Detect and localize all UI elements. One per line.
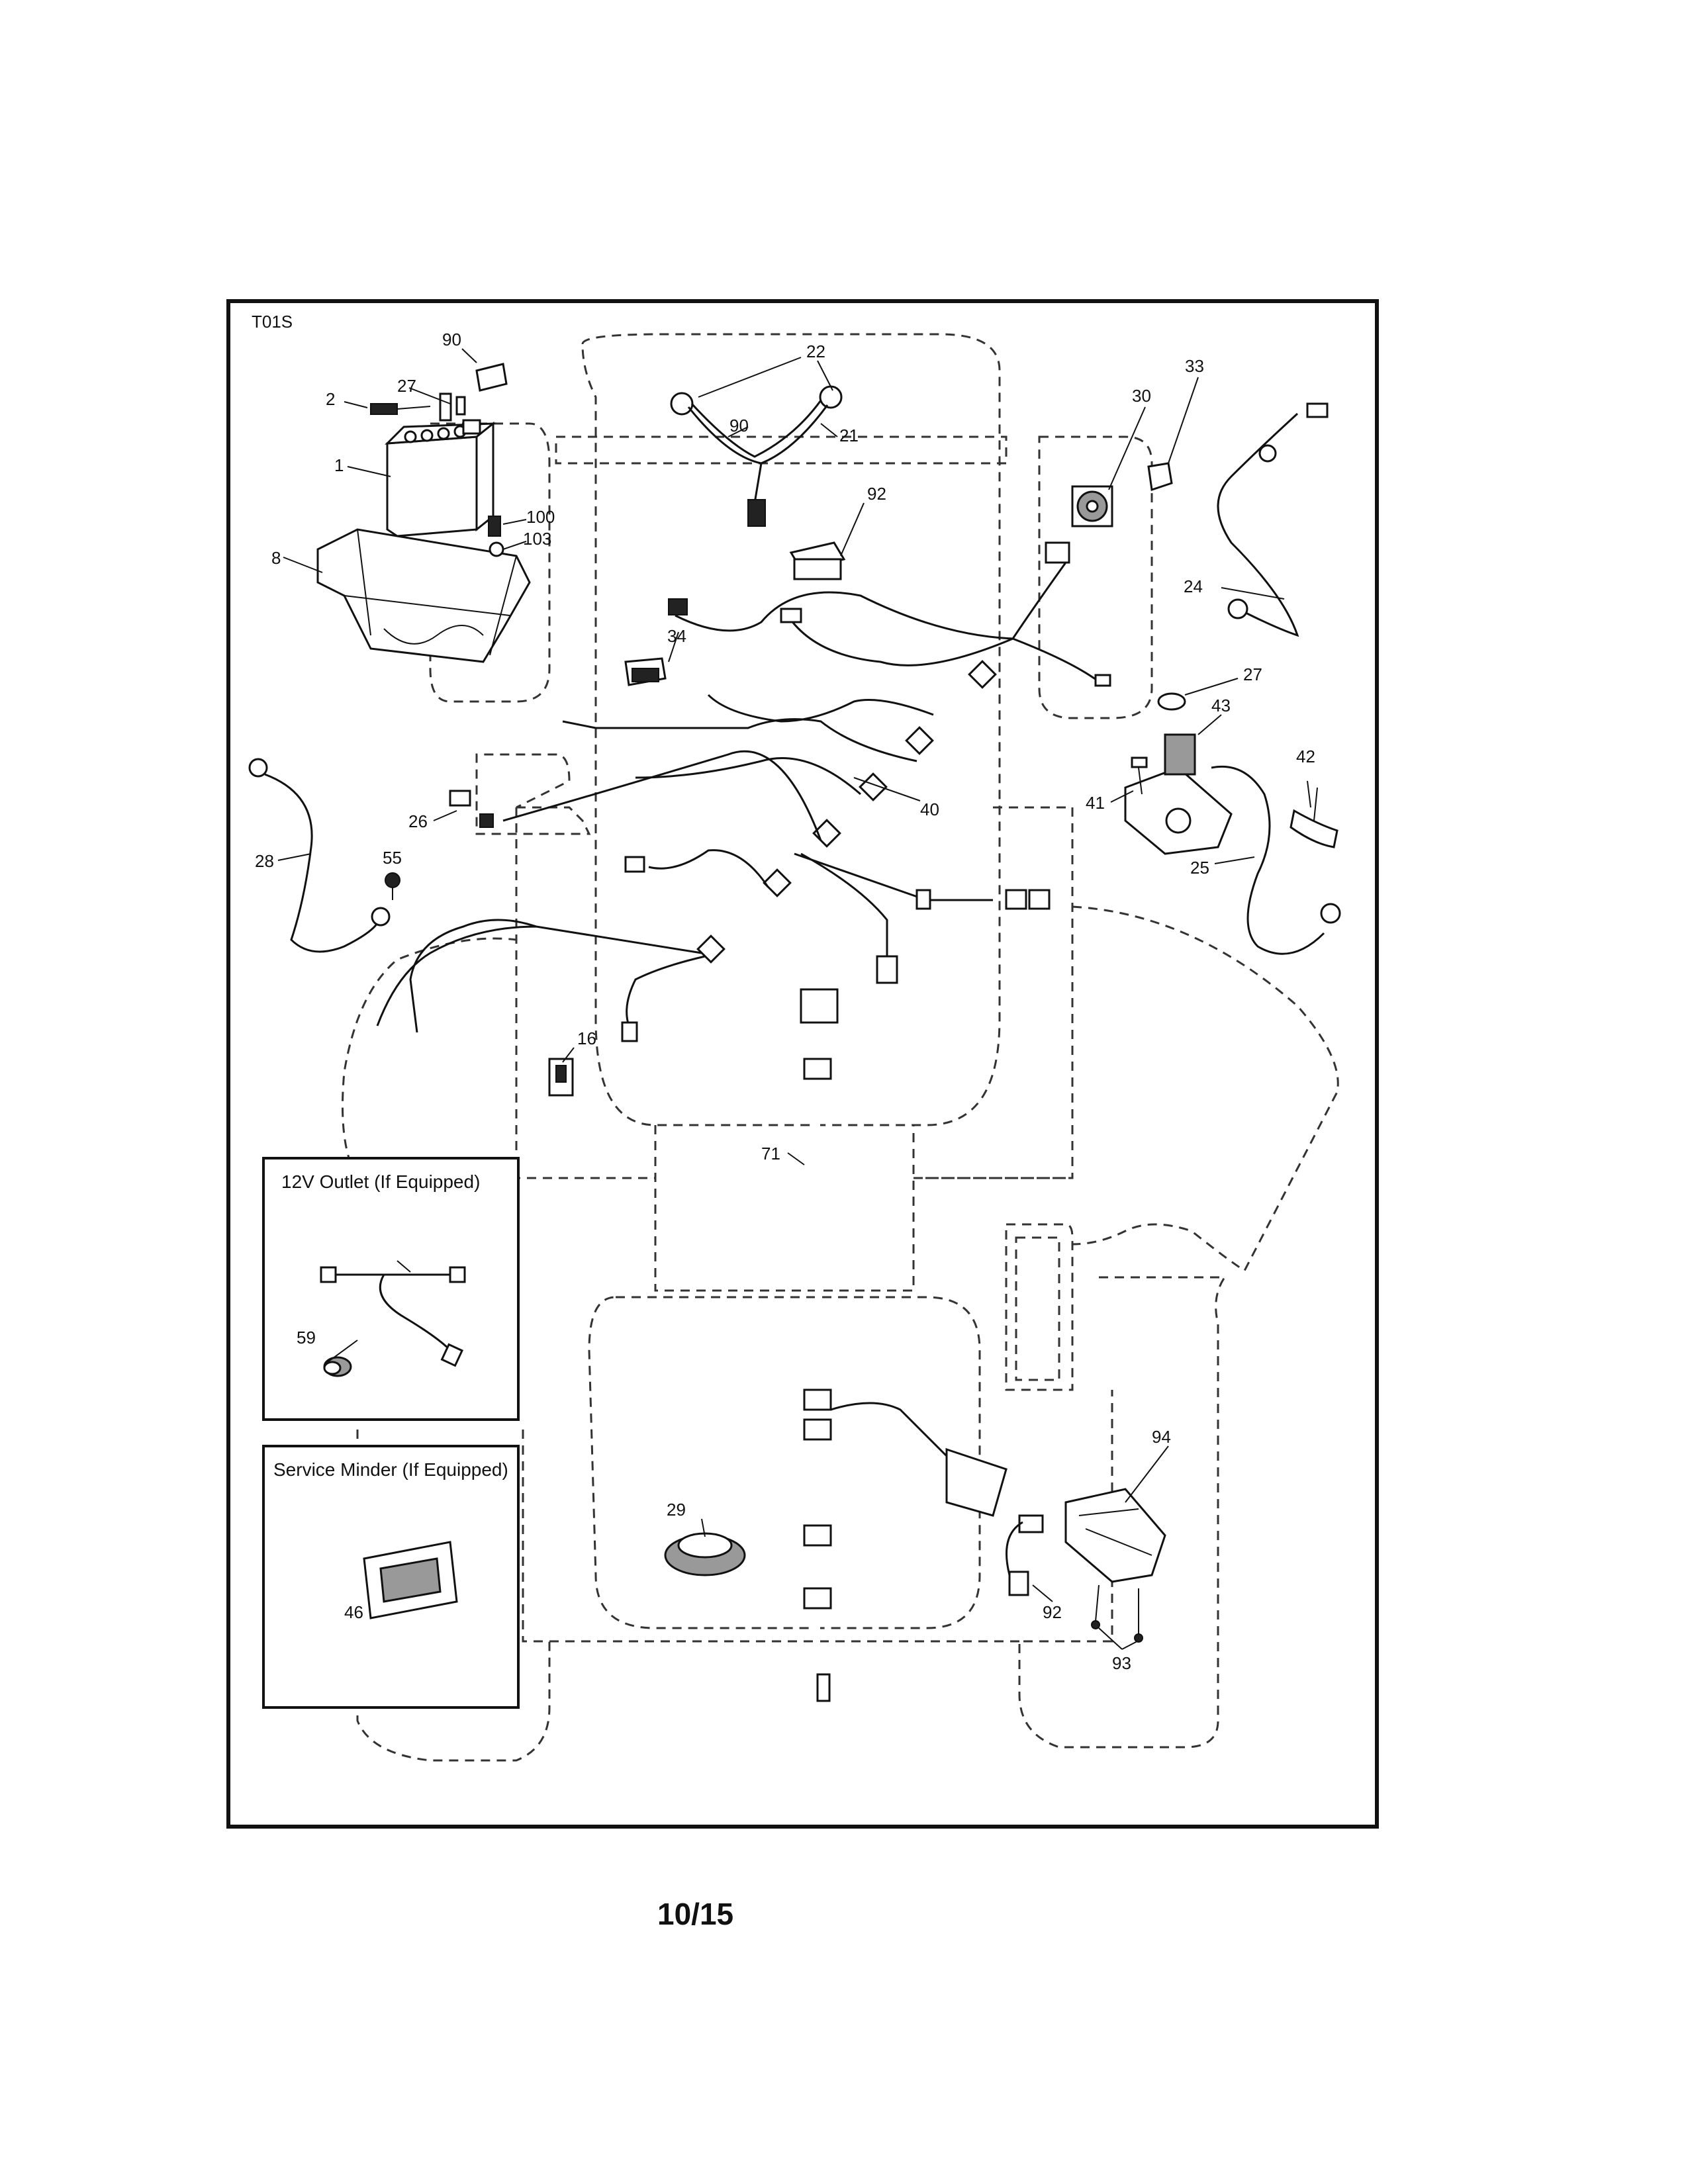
callout-42: 42: [1296, 747, 1315, 766]
callout-1: 1: [334, 455, 344, 475]
callout-26: 26: [408, 811, 428, 831]
callout-24: 24: [1184, 576, 1203, 596]
callout-100: 103: [523, 529, 551, 549]
callout-41: 41: [1086, 793, 1105, 813]
callout-33: 33: [1185, 356, 1204, 376]
positive-cable-25: [1211, 765, 1341, 955]
callout-27b: 27: [1243, 664, 1262, 684]
callout-30: 30: [1132, 386, 1151, 406]
outlet-59: [323, 1356, 352, 1377]
switch-16: [548, 1058, 574, 1097]
page-number: 10/15: [657, 1897, 733, 1931]
callout-29: 29: [667, 1500, 686, 1520]
callout-59: 59: [297, 1328, 316, 1347]
key-33: [1147, 462, 1173, 491]
callout-34: 34: [667, 626, 686, 646]
callout-99: 100: [526, 507, 555, 527]
callout-27a: 27: [397, 376, 416, 396]
seat-switch-assembly: [1006, 1488, 1166, 1643]
callout-22: 22: [806, 341, 825, 361]
relay-87: [789, 541, 846, 580]
ground-cable-24: [1217, 402, 1329, 637]
callout-25: 25: [1190, 858, 1209, 878]
callout-90: 90: [442, 330, 461, 349]
harness-71: [800, 988, 1008, 1702]
callout-16: 16: [577, 1028, 596, 1048]
starter-solenoid: [1124, 692, 1233, 855]
callout-2: 2: [326, 389, 335, 409]
callout-8: 8: [271, 548, 281, 568]
callout-28: 28: [255, 851, 274, 871]
component-29: [664, 1532, 746, 1576]
battery-tray: [316, 528, 531, 663]
callout-93: 93: [1112, 1653, 1131, 1673]
diagram-frame: [226, 299, 1379, 1829]
callout-94: 94: [1152, 1427, 1171, 1447]
main-harness: [376, 541, 1111, 1042]
outlet-harness-103: [320, 1266, 466, 1367]
callout-46: 46: [344, 1602, 363, 1622]
battery: [385, 419, 496, 537]
callout-labels: 90 2 27 1 8 100 103 22 90 21 92 30 33 24…: [255, 330, 1315, 1673]
callout-21: 21: [839, 426, 859, 445]
callout-55: 55: [383, 848, 402, 868]
outlet-insert-title: 12V Outlet (If Equipped): [281, 1171, 480, 1192]
callout-40: 40: [920, 799, 939, 819]
ignition-switch: [1071, 485, 1113, 527]
ground-cable-28: [248, 758, 391, 953]
headlight-harness: [670, 385, 843, 527]
switch-34: [624, 657, 667, 686]
callout-79: 90: [729, 416, 749, 435]
callout-43: 43: [1211, 696, 1231, 715]
battery-hold-down-parts: [370, 363, 508, 557]
boot-42: [1289, 787, 1338, 848]
service-minder-46: [363, 1541, 458, 1619]
callout-71: 71: [761, 1144, 780, 1163]
callout-92: 92: [1043, 1602, 1062, 1622]
minder-insert-title: Service Minder (If Equipped): [273, 1459, 508, 1480]
diagram-code: T01S: [252, 312, 293, 332]
outlet-insert-frame: [262, 1157, 520, 1421]
leader-lines: [277, 348, 1311, 1650]
screw-55: [385, 872, 400, 900]
callout-87: 92: [867, 484, 886, 504]
